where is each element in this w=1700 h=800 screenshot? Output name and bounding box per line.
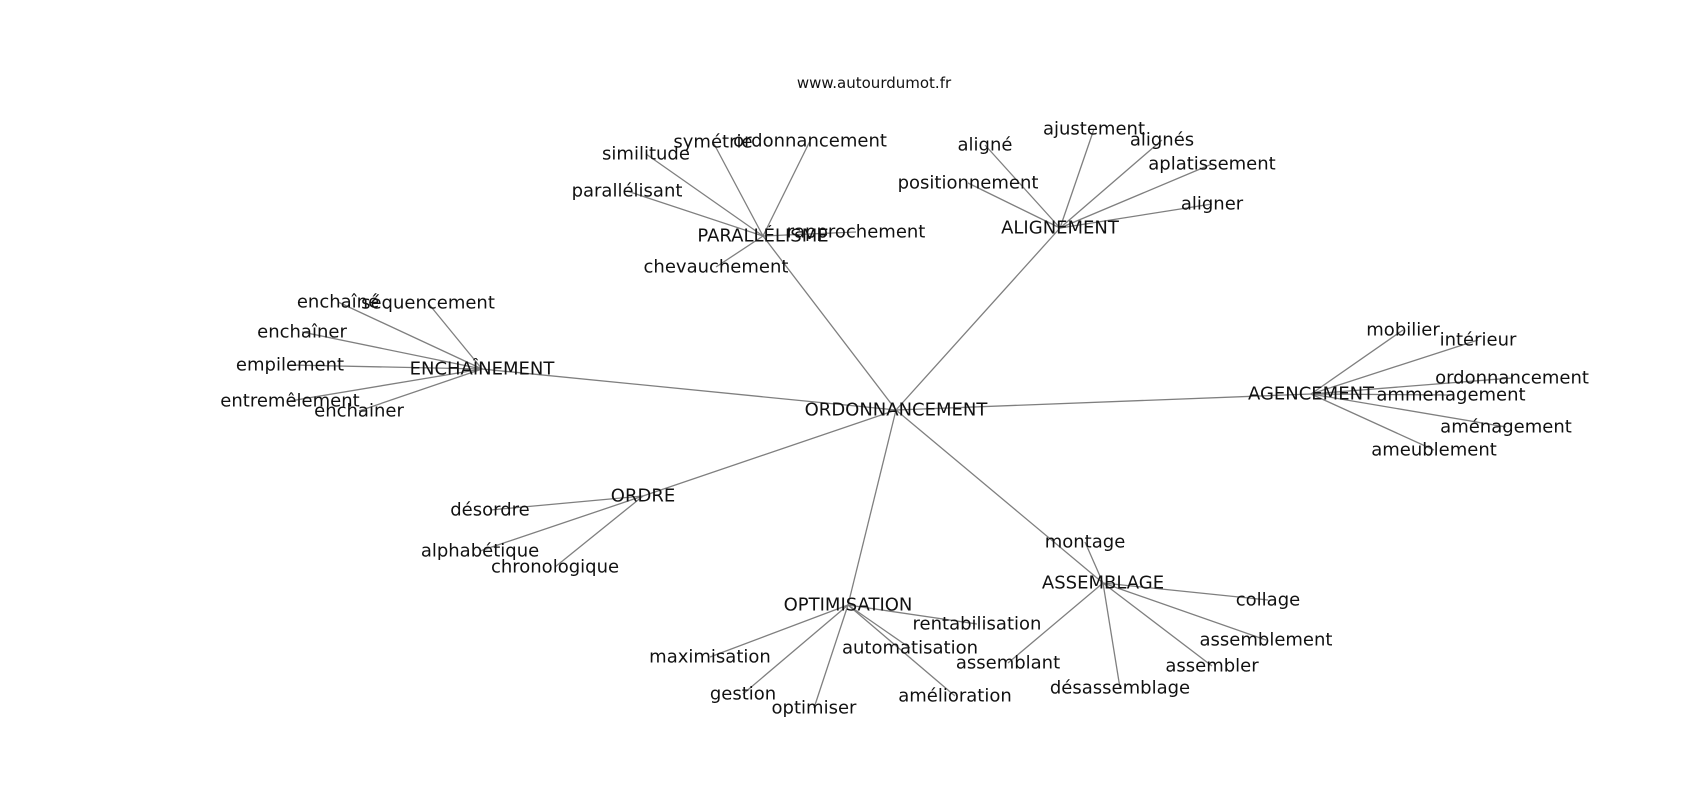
group-node: ALIGNEMENT [1001, 218, 1120, 239]
center-edge [762, 235, 897, 411]
word-edge [847, 604, 978, 625]
word-edge [1310, 393, 1435, 451]
group-node: PARALLÉLISME [697, 225, 828, 247]
word-node: optimiser [772, 698, 857, 719]
word-edge [847, 604, 956, 697]
word-node: enchainer [314, 401, 404, 422]
word-node: chronologique [491, 557, 619, 578]
group-node: AGENCEMENT [1248, 384, 1375, 405]
center-edge [895, 393, 1312, 411]
word-node: rentabilisation [913, 614, 1042, 635]
word-edge [742, 604, 849, 695]
word-node: enchaîné [297, 292, 379, 313]
word-edge [289, 368, 483, 402]
group-node: ORDRE [611, 486, 675, 507]
center-edge [895, 227, 1061, 411]
word-node: mobilier [1366, 320, 1440, 341]
word-node: rapprochement [787, 222, 926, 243]
word-node: amélioration [898, 686, 1012, 707]
site-watermark: www.autourdumot.fr [797, 74, 952, 92]
word-edge [813, 604, 849, 709]
word-node: aplatissement [1148, 154, 1275, 175]
word-edge [1102, 582, 1267, 641]
word-node: désassemblage [1050, 678, 1190, 699]
word-node: ammenagement [1376, 385, 1525, 406]
word-edge [1310, 339, 1479, 395]
center-edge [847, 409, 897, 606]
word-edge [289, 364, 483, 370]
word-edge [626, 190, 764, 237]
word-edge [715, 235, 764, 268]
word-node: montage [1045, 532, 1126, 553]
word-node: gestion [710, 684, 776, 705]
word-edge [337, 301, 483, 370]
word-node: intérieur [1440, 330, 1517, 351]
word-node: parallélisant [572, 181, 683, 202]
word-node: symétrie [673, 132, 752, 153]
word-node: assemblant [956, 653, 1060, 674]
center-edge [642, 409, 897, 497]
word-edge [301, 331, 483, 370]
word-node: assemblement [1200, 630, 1333, 651]
word-node: désordre [450, 500, 529, 521]
word-node: ajustement [1043, 119, 1145, 140]
word-edge [1310, 377, 1513, 395]
word-node: empilement [236, 355, 344, 376]
word-edge [1102, 582, 1213, 667]
word-node: similitude [602, 144, 690, 165]
word-node: automatisation [842, 638, 978, 659]
word-node: aligné [958, 135, 1013, 156]
word-node: alphabétique [421, 541, 539, 562]
word-edge [1084, 541, 1104, 584]
word-edge [427, 302, 483, 370]
group-node: ENCHAÎNEMENT [410, 358, 556, 380]
word-edge [1059, 139, 1163, 229]
center-edge [481, 368, 897, 411]
graph-edges [289, 128, 1513, 709]
word-node: séquencement [361, 293, 495, 314]
group-node: OPTIMISATION [784, 595, 913, 616]
word-edge [762, 140, 811, 237]
word-node: aménagement [1440, 417, 1572, 438]
center-edge [895, 409, 1104, 584]
group-node: ASSEMBLAGE [1042, 573, 1164, 594]
word-edge [1059, 128, 1095, 229]
word-edge [489, 495, 644, 511]
word-edge [1310, 393, 1452, 396]
word-edge [967, 182, 1061, 229]
word-edge [1310, 329, 1404, 395]
word-node: ordonnancement [1435, 368, 1589, 389]
word-edge [1059, 203, 1213, 229]
word-edge [1007, 582, 1104, 664]
word-edge [1310, 393, 1507, 428]
word-node: entremêlement [220, 391, 359, 412]
word-node: aligner [1181, 194, 1244, 215]
word-edge [1059, 163, 1213, 229]
word-node: maximisation [649, 647, 771, 668]
word-edge [712, 141, 764, 237]
word-node: assembler [1165, 656, 1259, 677]
word-edge [847, 604, 911, 649]
word-edge [709, 604, 849, 658]
word-node: enchaîner [257, 322, 347, 343]
word-node: alignés [1130, 130, 1194, 151]
center-node: ORDONNANCEMENT [805, 400, 989, 421]
word-node: chevauchement [644, 257, 789, 278]
word-node: positionnement [898, 173, 1039, 194]
word-edge [645, 153, 764, 237]
word-node: collage [1236, 590, 1300, 611]
word-edge [1102, 582, 1121, 689]
word-edge [984, 144, 1061, 229]
word-edge [479, 495, 644, 552]
word-node: ameublement [1371, 440, 1497, 461]
word-node: ordonnancement [733, 131, 887, 152]
word-edge [1102, 582, 1269, 601]
word-edge [358, 368, 483, 412]
word-edge [762, 231, 857, 237]
word-edge [554, 495, 644, 568]
graph-labels: ORDONNANCEMENTPARALLÉLISMEsymétrieordonn… [220, 119, 1589, 719]
